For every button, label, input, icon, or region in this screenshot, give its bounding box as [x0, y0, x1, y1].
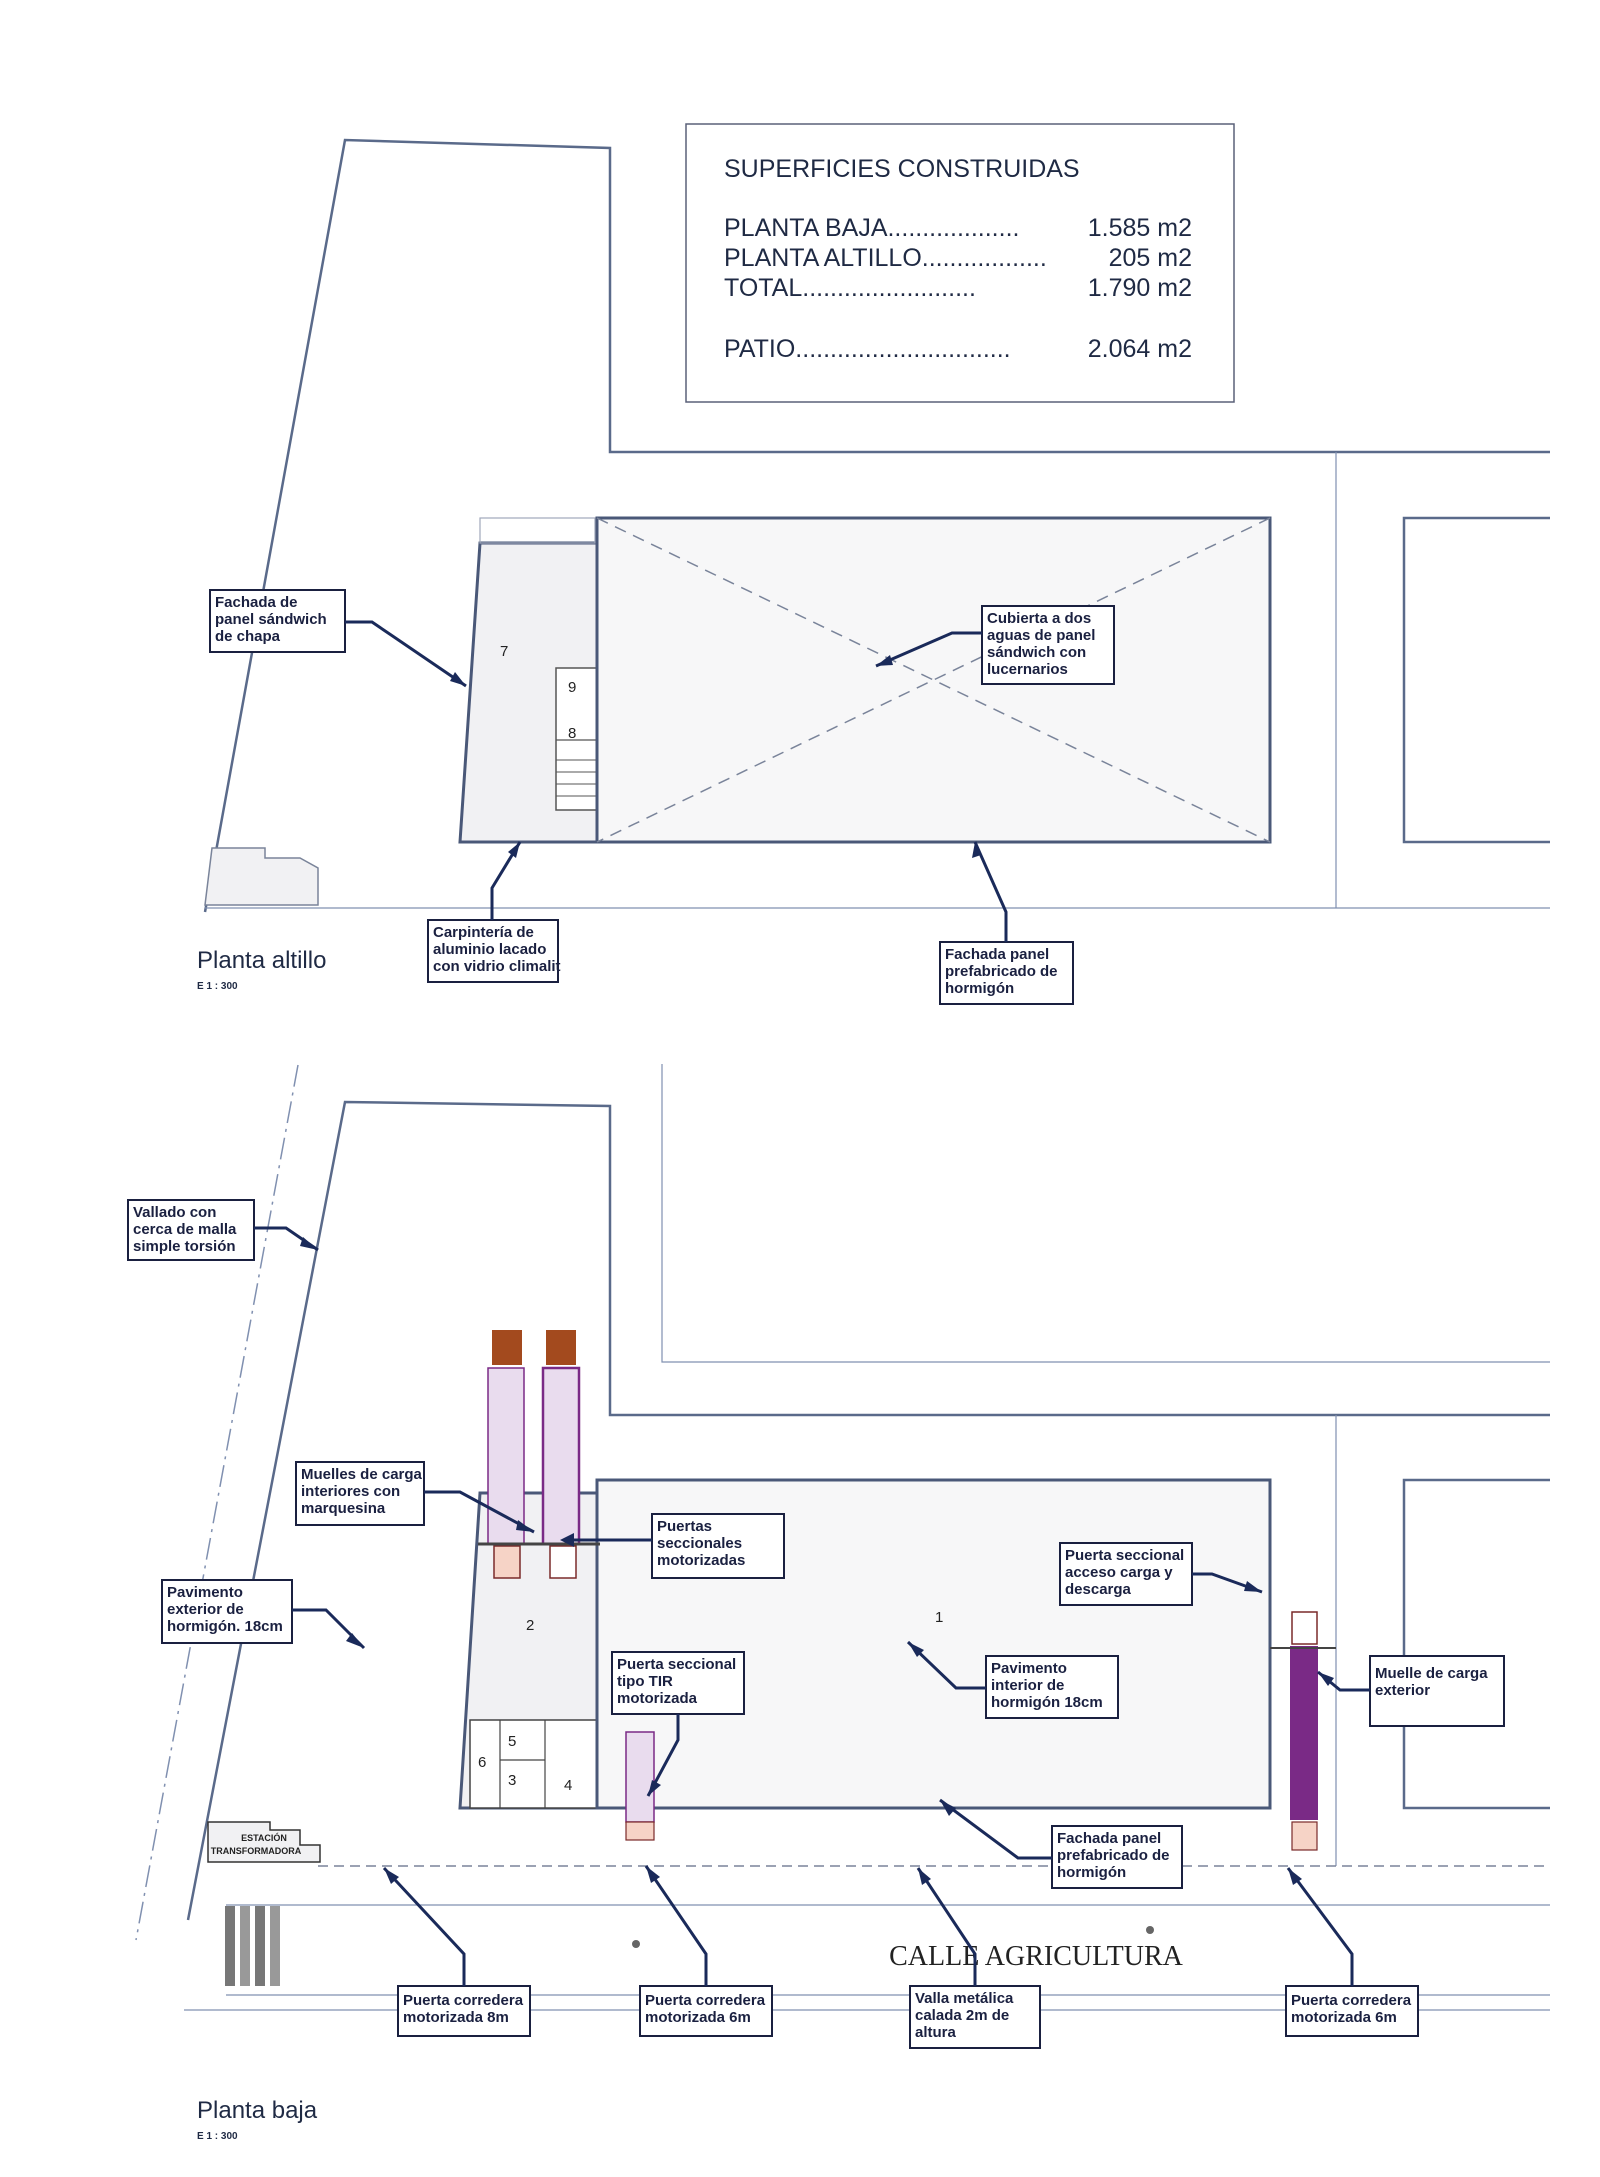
callout-fachada-sandwich: Fachada de panel sándwich de chapa — [209, 589, 467, 688]
svg-text:Fachada panel: Fachada panel — [1057, 1830, 1161, 1847]
upper-plan-scale: E 1 : 300 — [197, 981, 238, 992]
room-label: 2 — [526, 1617, 534, 1634]
exterior-dock — [1270, 1611, 1336, 1851]
callout-fachada-hormigon-upper: Fachada panel prefabricado de hormigón — [939, 841, 1074, 1005]
ground-plan-title: Planta baja — [197, 2097, 318, 2124]
svg-text:Carpintería de: Carpintería de — [433, 924, 534, 941]
svg-text:seccionales: seccionales — [657, 1535, 742, 1552]
callout-pavimento-interior: Pavimento interior de hormigón 18cm — [906, 1640, 1119, 1719]
svg-text:sándwich con: sándwich con — [987, 644, 1086, 661]
surface-row-label: PLANTA BAJA................... — [724, 214, 1019, 242]
svg-text:Pavimento: Pavimento — [991, 1660, 1067, 1677]
svg-text:hormigón 18cm: hormigón 18cm — [991, 1694, 1103, 1711]
surface-row-value: 1.790 m2 — [1088, 274, 1192, 302]
callout-cubierta: Cubierta a dos aguas de panel sándwich c… — [875, 605, 1115, 685]
svg-text:hormigón: hormigón — [1057, 1864, 1126, 1881]
svg-text:prefabricado de: prefabricado de — [945, 963, 1058, 980]
svg-text:prefabricado de: prefabricado de — [1057, 1847, 1170, 1864]
svg-text:Muelles de carga: Muelles de carga — [301, 1466, 423, 1483]
svg-text:Pavimento: Pavimento — [167, 1584, 243, 1601]
svg-text:hormigón. 18cm: hormigón. 18cm — [167, 1618, 283, 1635]
station-label: ESTACIÓN — [241, 1832, 287, 1843]
svg-text:Vallado con: Vallado con — [133, 1204, 216, 1221]
svg-text:interior de: interior de — [991, 1677, 1064, 1694]
svg-text:con vidrio climalit: con vidrio climalit — [433, 958, 561, 975]
svg-text:motorizada 8m: motorizada 8m — [403, 2009, 509, 2026]
svg-text:motorizada 6m: motorizada 6m — [645, 2009, 751, 2026]
surface-row-label: TOTAL......................... — [724, 274, 976, 302]
upper-plan-title: Planta altillo — [197, 947, 326, 974]
surfaces-table: SUPERFICIES CONSTRUIDAS PLANTA BAJA.....… — [685, 123, 1235, 403]
svg-text:Puerta corredera: Puerta corredera — [1291, 1992, 1412, 2009]
callout-vallado: Vallado con cerca de malla simple torsió… — [127, 1199, 319, 1261]
svg-text:aguas de panel: aguas de panel — [987, 627, 1095, 644]
svg-text:Puerta corredera: Puerta corredera — [645, 1992, 766, 2009]
upper-plan: 7 9 8 — [203, 138, 1550, 913]
svg-text:Cubierta a dos: Cubierta a dos — [987, 610, 1091, 627]
svg-text:Fachada de: Fachada de — [215, 594, 298, 611]
callout-muelles-interiores: Muelles de carga interiores con marquesi… — [295, 1461, 535, 1534]
surface-row-value: 1.585 m2 — [1088, 214, 1192, 242]
svg-text:Puerta seccional: Puerta seccional — [617, 1656, 736, 1673]
street-name: CALLE AGRICULTURA — [889, 1941, 1184, 1972]
svg-text:Puertas: Puertas — [657, 1518, 712, 1535]
callout-fachada-hormigon-ground: Fachada panel prefabricado de hormigón — [939, 1798, 1183, 1889]
svg-text:aluminio lacado: aluminio lacado — [433, 941, 546, 958]
svg-text:lucernarios: lucernarios — [987, 661, 1068, 678]
svg-text:Muelle de carga: Muelle de carga — [1375, 1665, 1488, 1682]
warehouse-roof — [595, 516, 1272, 844]
surface-row-value: 205 m2 — [1109, 244, 1192, 272]
svg-text:interiores con: interiores con — [301, 1483, 400, 1500]
svg-text:de chapa: de chapa — [215, 628, 281, 645]
room-label: 9 — [568, 679, 576, 696]
room-label: 6 — [478, 1754, 486, 1771]
interior-docks — [478, 1330, 600, 1579]
callout-puerta-acceso: Puerta seccional acceso carga y descarga — [1059, 1542, 1263, 1606]
svg-text:motorizada: motorizada — [617, 1690, 698, 1707]
svg-text:Fachada panel: Fachada panel — [945, 946, 1049, 963]
callout-corredera-6m-b: Puerta corredera motorizada 6m — [1285, 1867, 1419, 2037]
surfaces-title: SUPERFICIES CONSTRUIDAS — [724, 155, 1080, 183]
callout-puerta-tir: Puerta seccional tipo TIR motorizada — [611, 1651, 745, 1797]
svg-text:altura: altura — [915, 2024, 957, 2041]
svg-text:hormigón: hormigón — [945, 980, 1014, 997]
svg-text:motorizada 6m: motorizada 6m — [1291, 2009, 1397, 2026]
ground-plan-scale: E 1 : 300 — [197, 2131, 238, 2142]
svg-text:Puerta corredera: Puerta corredera — [403, 1992, 524, 2009]
svg-text:cerca de malla: cerca de malla — [133, 1221, 237, 1238]
svg-text:motorizadas: motorizadas — [657, 1552, 745, 1569]
room-label: 3 — [508, 1772, 516, 1789]
svg-text:tipo TIR: tipo TIR — [617, 1673, 673, 1690]
svg-text:marquesina: marquesina — [301, 1500, 386, 1517]
tir-dock — [625, 1731, 655, 1841]
svg-text:calada 2m de: calada 2m de — [915, 2007, 1009, 2024]
svg-text:descarga: descarga — [1065, 1581, 1132, 1598]
svg-text:exterior: exterior — [1375, 1682, 1430, 1699]
callout-corredera-6m-a: Puerta corredera motorizada 6m — [639, 1865, 773, 2037]
svg-text:acceso carga y: acceso carga y — [1065, 1564, 1173, 1581]
callout-pavimento-exterior: Pavimento exterior de hormigón. 18cm — [161, 1579, 366, 1650]
room-label: 5 — [508, 1733, 516, 1750]
callout-carpinteria: Carpintería de aluminio lacado con vidri… — [427, 841, 561, 983]
svg-text:Valla metálica: Valla metálica — [915, 1990, 1014, 2007]
patio-label: PATIO............................... — [724, 335, 1011, 363]
callout-valla-metalica: Valla metálica calada 2m de altura — [909, 1867, 1041, 2049]
ground-plan: ESTACIÓN TRANSFORMADORA 5 6 3 4 2 1 — [135, 1064, 1550, 2011]
svg-text:Puerta seccional: Puerta seccional — [1065, 1547, 1184, 1564]
patio-value: 2.064 m2 — [1088, 335, 1192, 363]
surface-row-label: PLANTA ALTILLO.................. — [724, 244, 1047, 272]
station-label: TRANSFORMADORA — [211, 1846, 302, 1856]
callout-puertas-seccionales: Puertas seccionales motorizadas — [560, 1513, 785, 1579]
room-label: 8 — [568, 725, 576, 742]
svg-text:panel sándwich: panel sándwich — [215, 611, 327, 628]
room-label: 1 — [935, 1609, 943, 1626]
callout-muelle-exterior: Muelle de carga exterior — [1317, 1655, 1505, 1727]
room-label: 4 — [564, 1777, 572, 1794]
svg-text:exterior de: exterior de — [167, 1601, 244, 1618]
svg-text:simple torsión: simple torsión — [133, 1238, 236, 1255]
room-label: 7 — [500, 643, 508, 660]
callout-corredera-8m: Puerta corredera motorizada 8m — [382, 1866, 531, 2037]
